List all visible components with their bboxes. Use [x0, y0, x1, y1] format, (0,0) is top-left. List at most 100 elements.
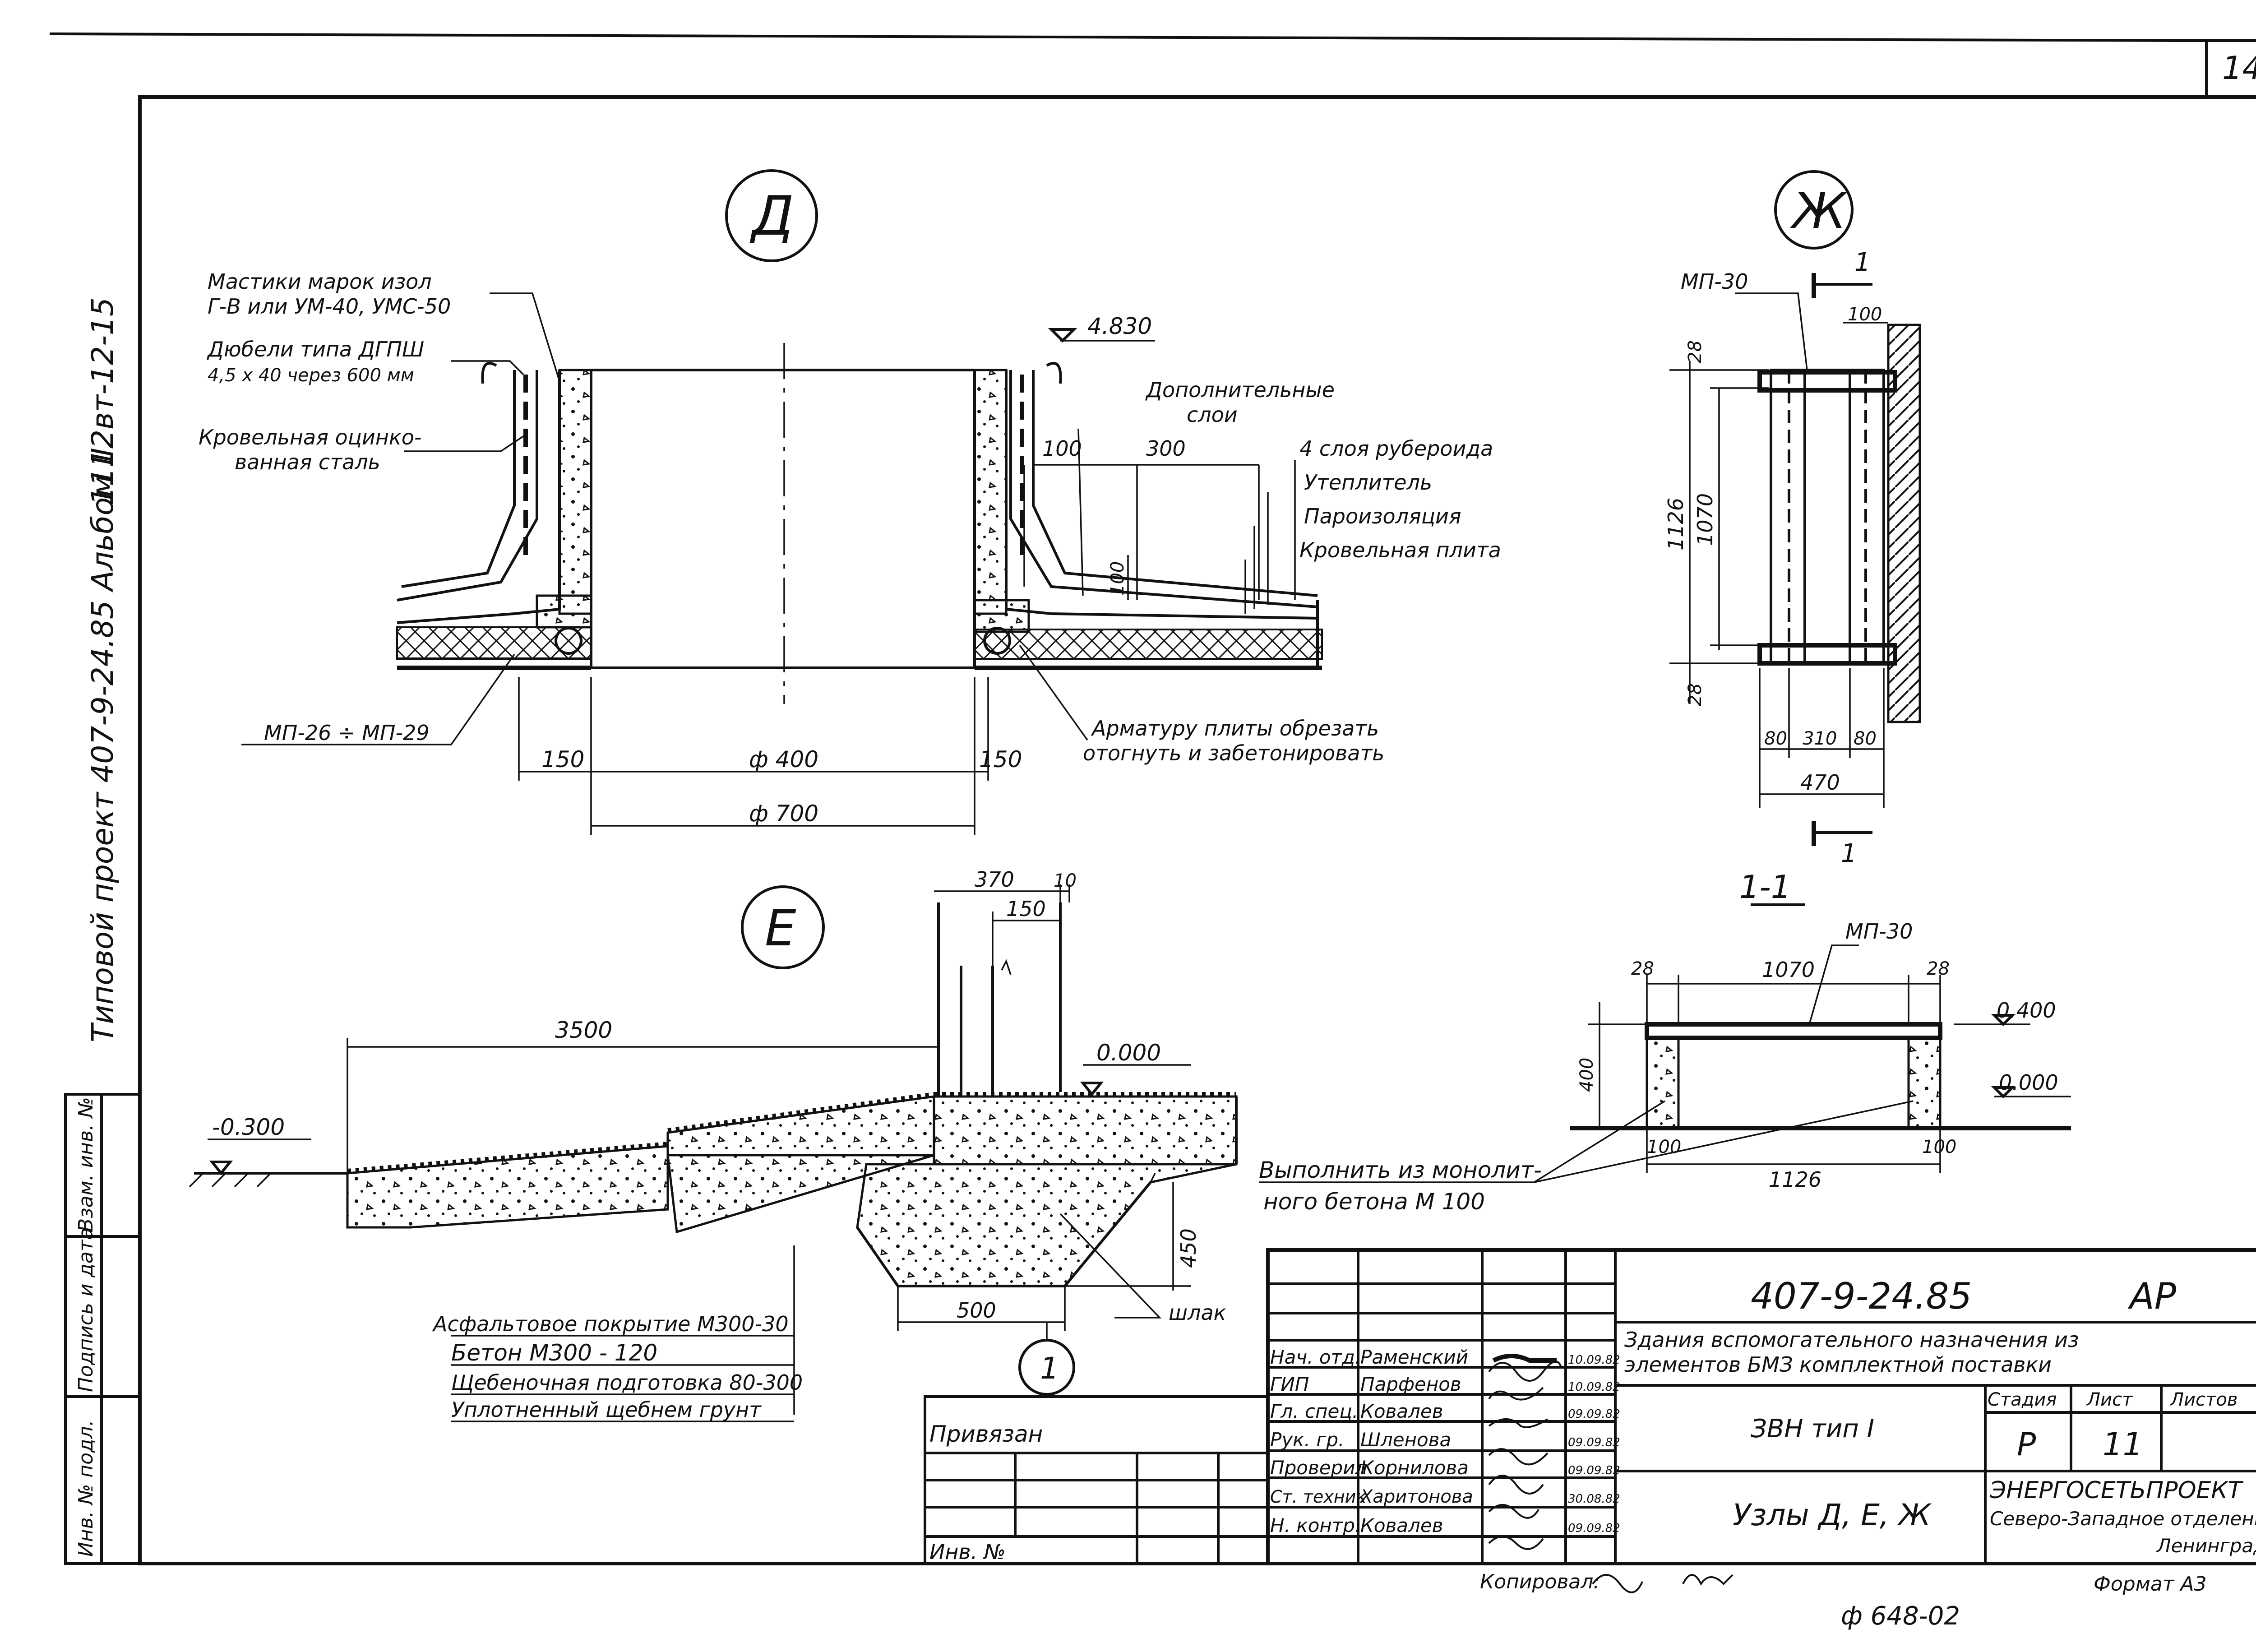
privyazan-block — [924, 1395, 1269, 1565]
node-d-note-mp: МП-26 ÷ МП-29 — [264, 721, 430, 745]
node-d-layer-ruberoid: 4 слоя рубероида — [1299, 436, 1493, 461]
node-e-dim-370: 370 — [975, 867, 1014, 892]
staff-date: 09.09.82 — [1568, 1407, 1620, 1421]
section-1-1-note-2: ного бетона М 100 — [1263, 1189, 1485, 1215]
node-zh-dim-310: 310 — [1803, 728, 1837, 749]
footer-copied: Копировал: — [1480, 1570, 1600, 1593]
section-1-1-mark: МП-30 — [1845, 919, 1913, 944]
staff-date: 10.09.82 — [1568, 1353, 1620, 1367]
title-object: ЗВН тип I — [1751, 1414, 1874, 1444]
node-d-dim-d400: ф 400 — [749, 746, 818, 773]
privyazan-inv: Инв. № — [929, 1540, 1006, 1564]
staff-role: Гл. спец. — [1270, 1400, 1358, 1422]
node-d-layer-slab: Кровельная плита — [1299, 538, 1501, 562]
node-e-layer-asphalt: Асфальтовое покрытие М300-30 — [432, 1312, 789, 1336]
node-e-dim-150: 150 — [1006, 897, 1046, 921]
section-1-1-title: 1-1 — [1739, 869, 1791, 906]
title-sheet-no: 11 — [2103, 1426, 2143, 1463]
staff-name: Корнилова — [1360, 1457, 1469, 1479]
node-d-dim-100b: 100 — [1107, 561, 1128, 596]
staff-date: 09.09.82 — [1568, 1436, 1620, 1449]
node-d-extra-layers-2: слои — [1187, 403, 1238, 427]
node-d-elevation: 4.830 — [1087, 313, 1152, 339]
side-cell-sign: Подпись и дата — [74, 1228, 97, 1392]
node-d-layer-insulation: Утеплитель — [1304, 470, 1432, 495]
section-1-1-elev-0000: 0.000 — [1999, 1070, 2058, 1095]
album-code-text: 1112вт-12-15 — [85, 297, 120, 505]
staff-name: Парфенов — [1360, 1373, 1461, 1395]
node-zh-dim-100: 100 — [1848, 304, 1882, 325]
section-1-1-dim-100-left: 100 — [1647, 1137, 1681, 1157]
title-stage: Р — [2017, 1426, 2036, 1463]
title-stage-hdr: Стадия — [1988, 1389, 2057, 1410]
node-zh-dim-80-left: 80 — [1764, 728, 1787, 749]
node-zh-dim-1126: 1126 — [1664, 498, 1688, 551]
node-d-note-dowel-2: 4,5 х 40 через 600 мм — [208, 365, 414, 386]
staff-date: 09.09.82 — [1568, 1522, 1620, 1535]
staff-role: Н. контр. — [1270, 1514, 1361, 1536]
section-1-1 — [1259, 903, 2071, 1183]
footer-format: Формат А3 — [2094, 1573, 2207, 1596]
node-e-dim-500: 500 — [957, 1298, 996, 1323]
node-e-label: Е — [765, 899, 796, 957]
node-d-dim-d700: ф 700 — [749, 801, 818, 827]
title-mark: АР — [2127, 1275, 2177, 1317]
node-d-note-mastic-2: Г-В или УМ-40, УМС-50 — [208, 294, 451, 319]
staff-name: Ковалев — [1360, 1514, 1443, 1536]
node-zh-cut-bottom: 1 — [1841, 839, 1857, 868]
staff-role: Проверил — [1270, 1457, 1367, 1479]
node-zh-dim-470: 470 — [1800, 770, 1840, 795]
node-d-label: Д — [749, 185, 794, 248]
section-1-1-dim-1126: 1126 — [1769, 1167, 1821, 1192]
section-1-1-dim-28-right: 28 — [1927, 958, 1950, 979]
staff-date: 10.09.82 — [1568, 1380, 1620, 1394]
title-org-3: Ленинград — [2156, 1535, 2256, 1557]
node-d-layer-vapor: Пароизоляция — [1304, 504, 1461, 528]
title-sheet-hdr: Лист — [2086, 1389, 2133, 1410]
node-e-layer-concrete: Бетон М300 - 120 — [451, 1340, 657, 1366]
title-sheets-hdr: Листов — [2169, 1389, 2238, 1410]
section-1-1-dim-1070: 1070 — [1762, 958, 1815, 982]
staff-name: Раменский — [1360, 1346, 1468, 1368]
staff-role: Ст. техник — [1270, 1487, 1366, 1507]
node-e-layer-gravel: Щебеночная подготовка 80-300 — [451, 1370, 803, 1395]
privyazan-title: Привязан — [929, 1421, 1043, 1447]
copied-signature — [1592, 1574, 1734, 1593]
node-e-dim-450: 450 — [1176, 1228, 1201, 1268]
node-zh-dim-80-right: 80 — [1854, 728, 1877, 749]
node-zh-cut-top: 1 — [1854, 248, 1871, 277]
node-e-callout: 1 — [1040, 1351, 1059, 1386]
node-zh-dim-28-top: 28 — [1685, 340, 1706, 363]
node-e-dim-3500: 3500 — [555, 1017, 612, 1043]
side-cell-inv: Инв. № подл. — [74, 1420, 97, 1557]
section-1-1-dim-400: 400 — [1576, 1058, 1597, 1092]
staff-date: 30.08.82 — [1568, 1492, 1620, 1506]
page-number: 14 — [2222, 50, 2256, 87]
node-e-slag: шлак — [1169, 1300, 1226, 1325]
title-sheet-title: Узлы Д, Е, Ж — [1733, 1498, 1932, 1532]
title-desc-1: Здания вспомогательного назначения из — [1624, 1328, 2079, 1352]
node-d-dim-150-right: 150 — [979, 746, 1022, 773]
staff-name: Харитонова — [1359, 1486, 1473, 1507]
node-e: Е — [189, 884, 1238, 1422]
node-d-note-dowel-1: Дюбели типа ДГПШ — [207, 337, 424, 361]
node-d-rebar-note-2: отогнуть и забетонировать — [1083, 741, 1384, 765]
project-side-text: Типовой проект 407-9-24.85 Альбом II — [85, 448, 120, 1042]
node-zh-mark: МП-30 — [1681, 269, 1748, 294]
staff-table: Нач. отд. Раменский 10.09.82 ГИП Парфено… — [1270, 1346, 1620, 1536]
node-zh-label: Ж — [1790, 182, 1848, 240]
node-zh: Ж — [1669, 170, 1921, 846]
node-d-dim-300: 300 — [1146, 436, 1186, 461]
node-zh-dim-1070: 1070 — [1693, 493, 1717, 546]
section-1-1-dim-100-right: 100 — [1922, 1137, 1956, 1157]
title-code: 407-9-24.85 — [1751, 1275, 1972, 1317]
section-1-1-dim-28-left: 28 — [1631, 958, 1654, 979]
node-d-dim-150-left: 150 — [541, 746, 584, 773]
staff-role: ГИП — [1270, 1373, 1309, 1395]
staff-name: Ковалев — [1360, 1400, 1443, 1422]
node-e-elev-0000: 0.000 — [1096, 1040, 1161, 1066]
node-d: Д — [241, 169, 1323, 835]
node-d-note-mastic-1: Мастики марок изол — [208, 269, 432, 294]
section-1-1-elev-0400: 0.400 — [1997, 998, 2056, 1023]
